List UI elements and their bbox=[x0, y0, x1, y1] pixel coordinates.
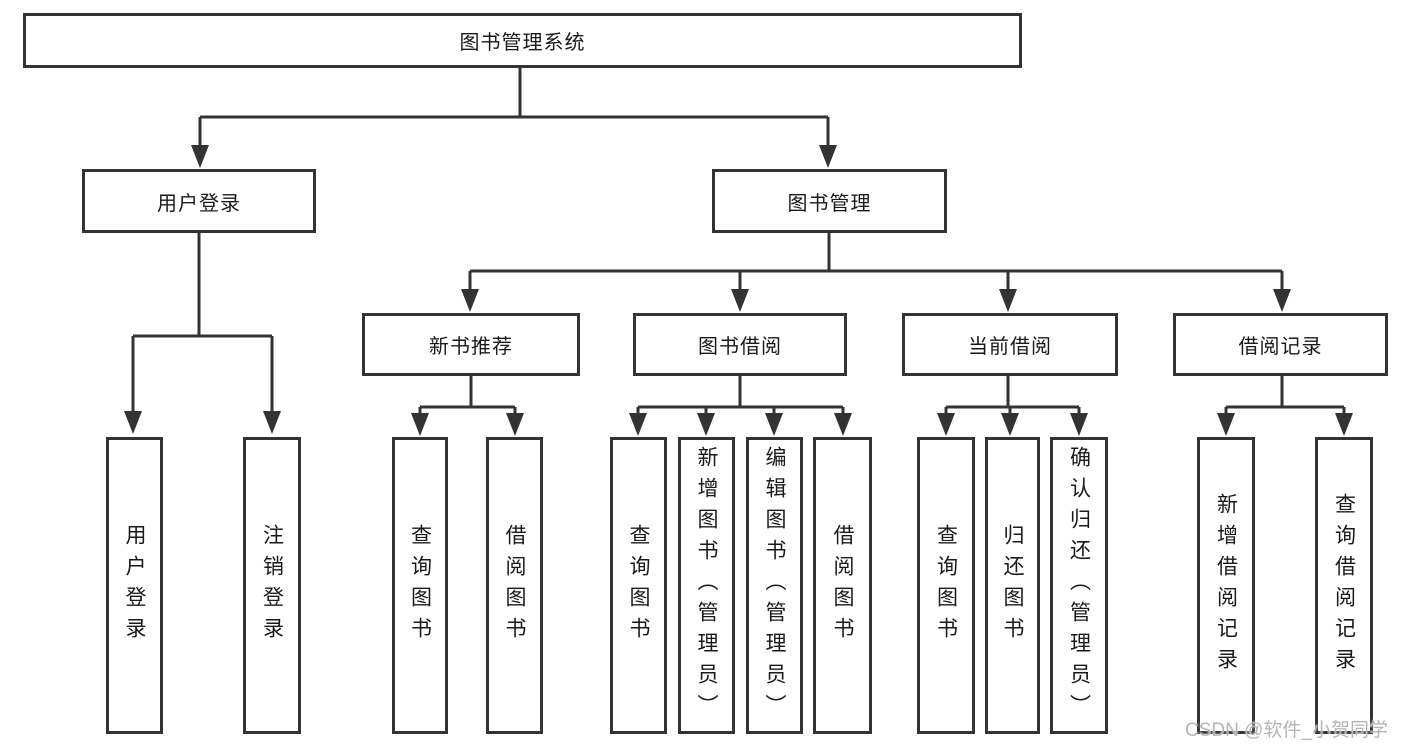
node-new-book-recommendation: 新书推荐 bbox=[362, 313, 580, 376]
leaf-return-book: 归还图书 bbox=[985, 437, 1040, 734]
leaf-query-book-recommend: 查询图书 bbox=[392, 437, 448, 734]
node-user-login: 用户登录 bbox=[82, 169, 316, 233]
watermark: CSDN @软件_小贺同学 bbox=[1185, 720, 1388, 741]
tree-edges bbox=[131, 68, 1346, 413]
node-current-borrowing: 当前借阅 bbox=[902, 313, 1118, 376]
node-book-management: 图书管理 bbox=[712, 169, 947, 233]
leaf-add-borrow-record: 新增借阅记录 bbox=[1197, 437, 1255, 734]
node-library-system: 图书管理系统 bbox=[23, 13, 1022, 68]
leaf-add-book-admin: 新增图书（管理员） bbox=[678, 437, 735, 734]
leaf-borrow-book-recommend: 借阅图书 bbox=[486, 437, 543, 734]
node-book-borrowing: 图书借阅 bbox=[633, 313, 847, 376]
leaf-query-book-borrowing: 查询图书 bbox=[610, 437, 667, 734]
node-borrowing-records: 借阅记录 bbox=[1173, 313, 1388, 376]
arrowheads bbox=[124, 145, 1353, 436]
leaf-logout: 注销登录 bbox=[243, 437, 301, 734]
leaf-borrow-book-borrowing: 借阅图书 bbox=[813, 437, 872, 734]
leaf-query-book-current: 查询图书 bbox=[917, 437, 975, 734]
leaf-confirm-return-admin: 确认归还（管理员） bbox=[1050, 437, 1108, 734]
leaf-user-login: 用户登录 bbox=[106, 437, 163, 734]
leaf-query-borrow-record: 查询借阅记录 bbox=[1315, 437, 1373, 734]
leaf-edit-book-admin: 编辑图书（管理员） bbox=[746, 437, 803, 734]
